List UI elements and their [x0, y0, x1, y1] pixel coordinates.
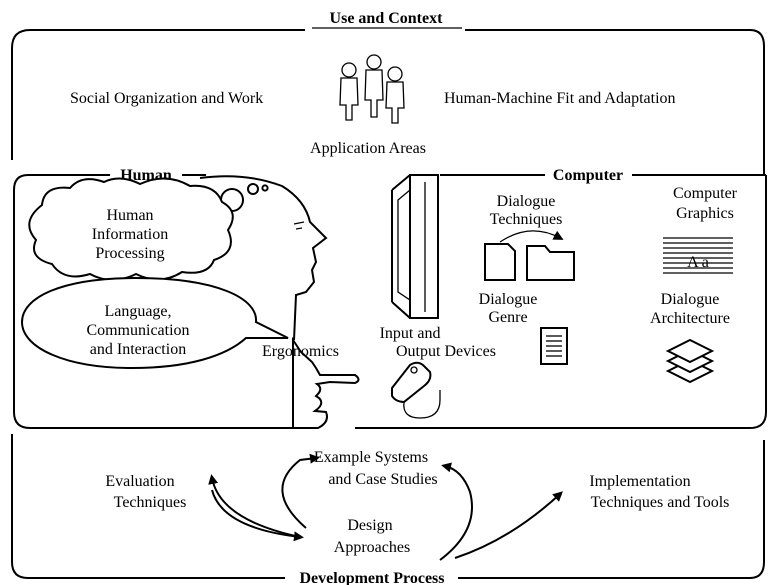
- information-processing-line2: Information: [92, 226, 168, 243]
- pointing-hand-icon: [292, 336, 360, 429]
- implementation-line1: Implementation: [589, 473, 690, 490]
- dialogue-techniques-line1: Dialogue: [497, 193, 556, 210]
- document-folder-icon: [484, 230, 575, 281]
- computer-section-title: Computer: [553, 167, 623, 184]
- human-section: Human Human Information Processing Langu…: [13, 167, 360, 429]
- thought-bubble-small: [261, 184, 269, 192]
- mouse-icon: [391, 361, 441, 419]
- form-icon: [540, 327, 568, 365]
- human-machine-fit-label: Human-Machine Fit and Adaptation: [444, 90, 676, 107]
- example-systems-line1: Example Systems: [314, 449, 428, 466]
- io-devices-line2: Output Devices: [396, 343, 496, 360]
- arrow-design-to-implementation: [454, 491, 563, 559]
- dialogue-techniques-line2: Techniques: [490, 211, 563, 228]
- dialogue-architecture-line2: Architecture: [650, 310, 730, 327]
- evaluation-line2: Techniques: [114, 494, 187, 511]
- language-line2: Communication: [86, 322, 189, 339]
- monitor-icon: [391, 174, 439, 319]
- dialogue-architecture-line1: Dialogue: [661, 291, 720, 308]
- dialogue-genre-line2: Genre: [488, 309, 527, 326]
- ergonomics-label: Ergonomics: [262, 343, 339, 360]
- arrow-design-to-examples-right: [439, 462, 473, 561]
- graphics-glyph: A a: [687, 254, 709, 271]
- language-line3: and Interaction: [90, 341, 186, 358]
- use-context-title: Use and Context: [330, 10, 444, 27]
- people-icon: [339, 54, 405, 124]
- arrow-evaluation-to-design: [211, 489, 304, 542]
- language-line1: Language,: [104, 303, 171, 320]
- development-section: Development Process Evaluation Technique…: [11, 434, 765, 585]
- development-process-title: Development Process: [300, 570, 445, 585]
- social-organization-label: Social Organization and Work: [70, 90, 263, 107]
- arrow-design-to-examples: [281, 453, 320, 529]
- evaluation-line1: Evaluation: [105, 473, 174, 490]
- thought-bubble-medium: [247, 183, 259, 195]
- design-approaches-line2: Approaches: [334, 539, 410, 556]
- information-processing-line3: Processing: [95, 245, 164, 262]
- design-approaches-line1: Design: [347, 517, 392, 534]
- io-devices-line1: Input and: [380, 325, 441, 342]
- computer-graphics-line1: Computer: [673, 185, 738, 202]
- graphics-lines-icon: A a: [663, 237, 733, 274]
- information-processing-cloud: [28, 177, 234, 281]
- example-systems-line2: and Case Studies: [328, 471, 437, 488]
- arrow-design-to-evaluation: [208, 474, 301, 538]
- head-profile-icon: [199, 175, 328, 341]
- implementation-line2: Techniques and Tools: [591, 494, 730, 511]
- language-speech-bubble: [20, 276, 289, 370]
- layers-icon: [665, 338, 715, 384]
- dialogue-genre-line1: Dialogue: [479, 291, 538, 308]
- use-context-section: Use and Context Social Organization and …: [11, 10, 765, 175]
- information-processing-line1: Human: [106, 207, 153, 224]
- eye-icon: [293, 221, 305, 230]
- application-areas-label: Application Areas: [310, 140, 426, 157]
- computer-graphics-line2: Graphics: [676, 205, 734, 222]
- computer-section: Computer Dialogue Techniques Computer Gr…: [355, 167, 767, 429]
